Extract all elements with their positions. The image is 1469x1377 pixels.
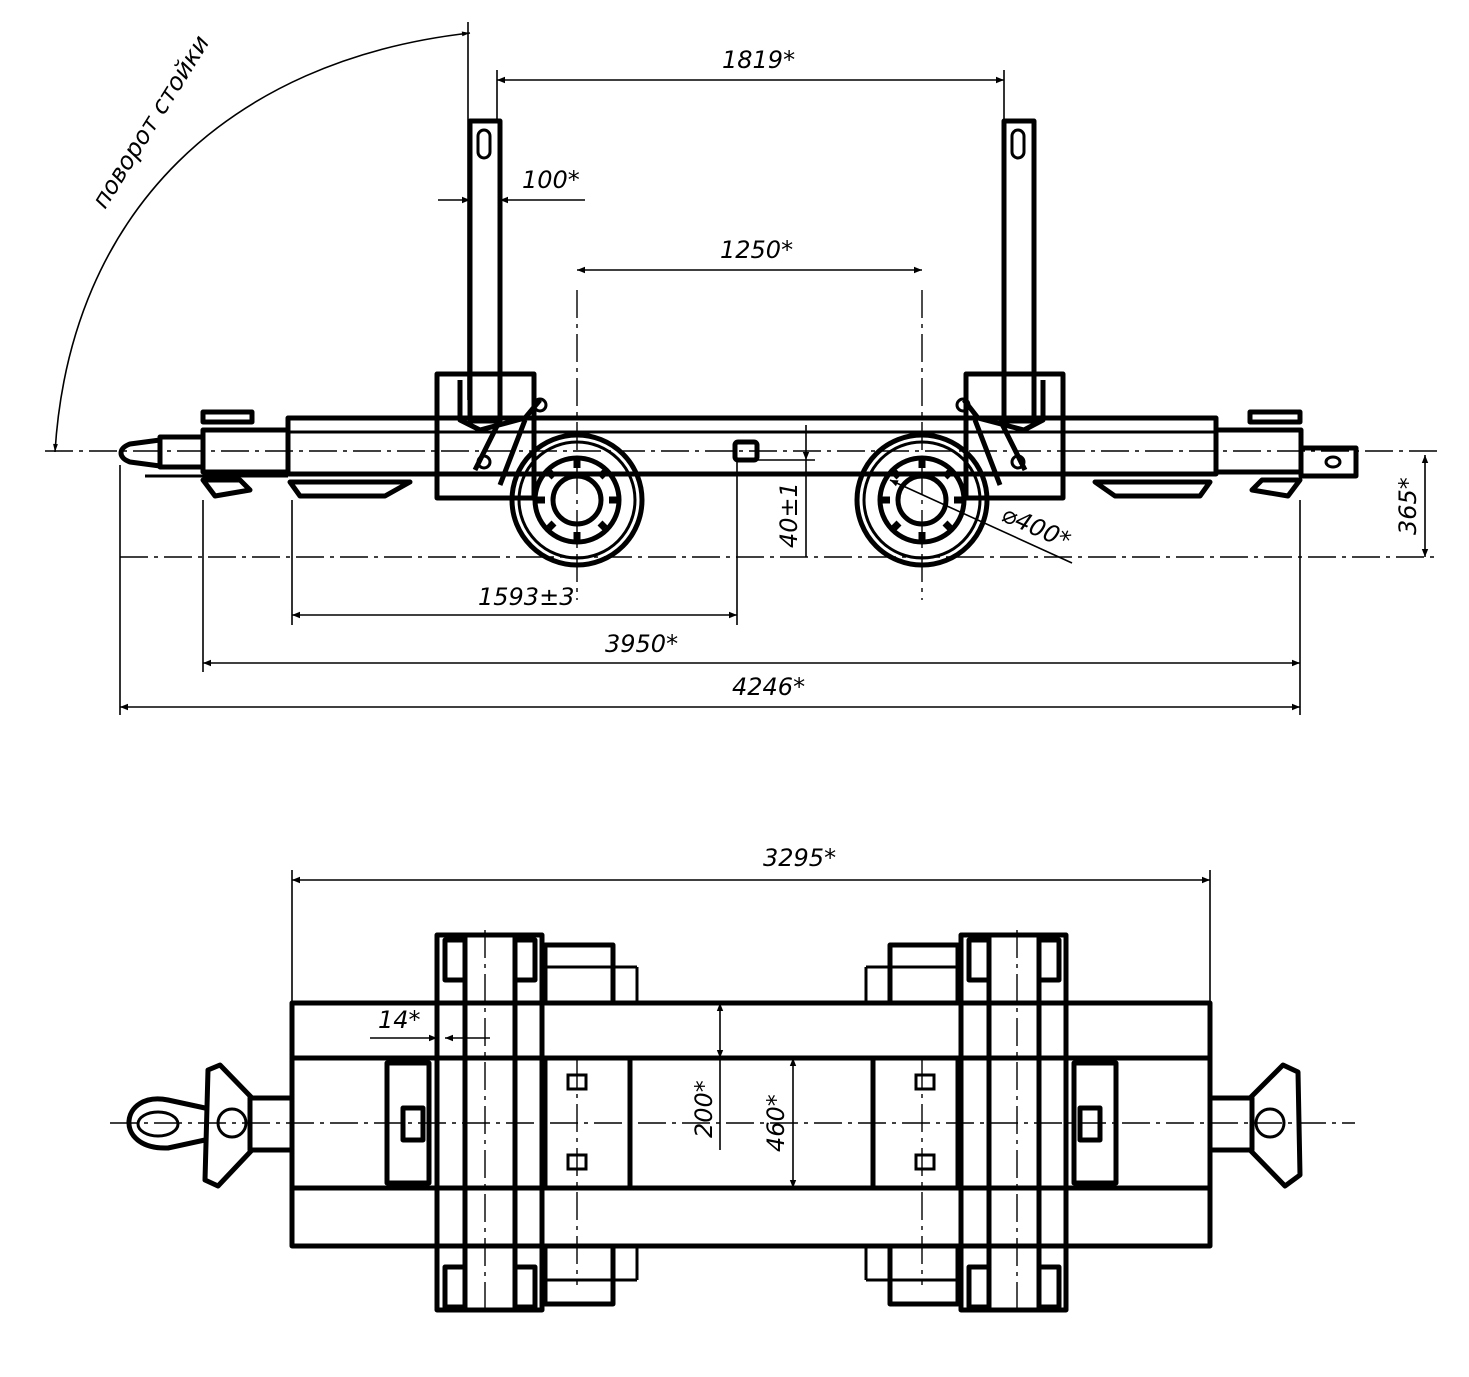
frame-beam <box>285 415 1219 477</box>
right-post <box>955 118 1066 501</box>
dim-wall: 14* <box>378 1006 421 1034</box>
side-view: поворот стойки <box>45 22 1440 715</box>
left-wheel <box>509 432 645 568</box>
right-wheel <box>854 432 990 568</box>
right-axle-assembly <box>864 932 1119 1313</box>
dim-inner-width: 200* <box>690 1080 718 1138</box>
right-coupling-top <box>1207 1062 1303 1189</box>
top-view: 3295* 14* 200* 460* <box>110 844 1355 1313</box>
left-post <box>434 118 548 501</box>
left-coupling-top <box>126 1062 295 1189</box>
rotation-arc <box>53 31 471 453</box>
dim-coupling-bracket: 1593±3 <box>478 583 574 611</box>
rotation-label: поворот стойки <box>86 30 215 213</box>
dim-clearance: 40±1 <box>775 482 803 548</box>
left-axle-assembly <box>384 932 639 1313</box>
dim-overall-length: 4246* <box>732 673 805 701</box>
dim-body-length: 3295* <box>763 844 836 872</box>
mid-bracket <box>732 439 760 463</box>
right-coupling <box>1092 409 1359 499</box>
left-coupling <box>118 409 413 499</box>
dim-axle-height: 365* <box>1394 477 1422 535</box>
dim-post-width: 100* <box>522 166 580 194</box>
dim-outer-width: 460* <box>762 1094 790 1152</box>
dim-posts-spacing: 1819* <box>722 46 795 74</box>
dim-axle-spacing: 1250* <box>720 236 793 264</box>
dim-frame-length: 3950* <box>605 630 678 658</box>
